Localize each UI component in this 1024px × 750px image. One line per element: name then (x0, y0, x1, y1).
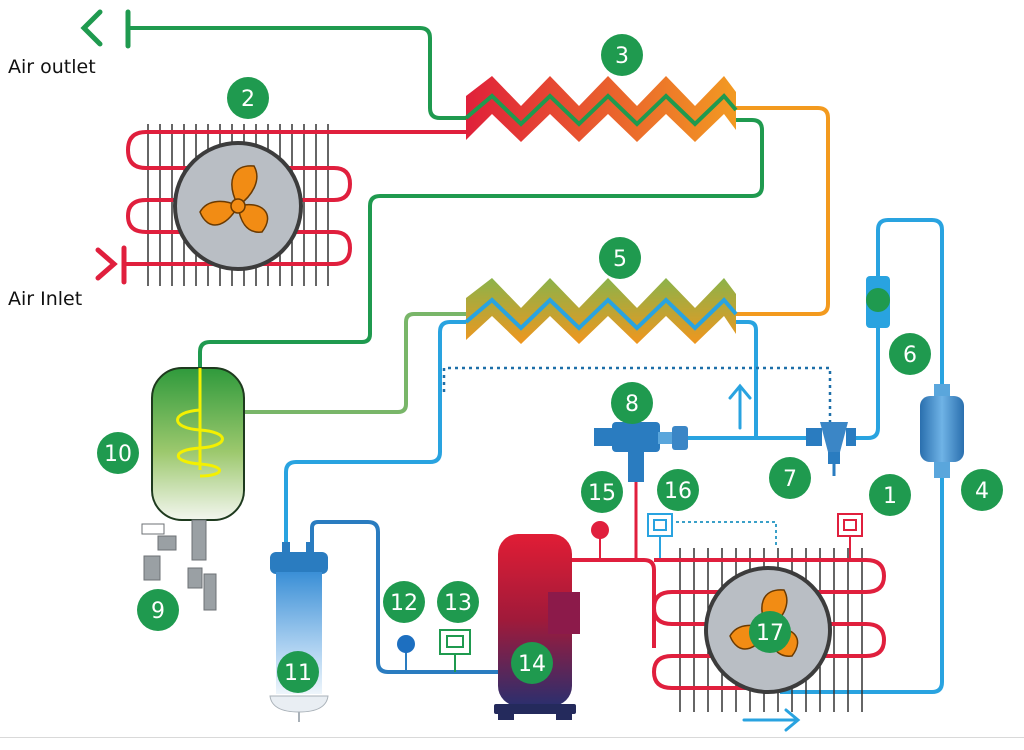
svg-text:12: 12 (390, 591, 418, 616)
air-to-air-heat-exchanger (464, 76, 738, 142)
condensate-drain (141, 519, 217, 611)
high-pressure-gauge (591, 521, 609, 539)
callout-5: 5 (599, 237, 641, 279)
air-inlet-arrow-icon (95, 245, 127, 285)
svg-text:10: 10 (104, 442, 132, 467)
filter-to-condenser-line (780, 476, 944, 694)
callout-12: 12 (383, 581, 425, 623)
hx5-outlet-line (736, 320, 758, 438)
fan-pressure-switch (647, 513, 673, 560)
svg-text:7: 7 (783, 467, 797, 492)
air-inlet-label: Air Inlet (8, 288, 83, 310)
bottom-divider (0, 737, 1024, 738)
callout-9: 9 (137, 589, 179, 631)
sight-glass (866, 276, 890, 328)
air-outlet-pipe (128, 26, 466, 120)
callout-1: 1 (869, 474, 911, 516)
svg-text:14: 14 (518, 652, 546, 677)
high-pressure-switch (837, 513, 863, 560)
filter-drier (920, 384, 964, 478)
callout-17: 17 (749, 611, 791, 653)
sensing-line (442, 366, 832, 422)
hot-gas-bypass-valve (594, 422, 688, 482)
fan-blades-icon (199, 165, 269, 233)
callout-11: 11 (277, 651, 319, 693)
svg-text:1: 1 (883, 484, 897, 509)
svg-text:6: 6 (903, 343, 917, 368)
svg-text:2: 2 (241, 87, 255, 112)
low-pressure-switch (439, 629, 471, 672)
accumulator-to-compressor-line (310, 520, 498, 674)
flow-right-arrow-icon (742, 708, 801, 732)
expansion-valve (806, 422, 856, 476)
svg-text:11: 11 (284, 661, 312, 686)
hx5-to-accumulator-line (284, 320, 466, 548)
suction-accumulator (269, 542, 329, 722)
fan-control-line (670, 521, 777, 548)
low-pressure-gauge (397, 635, 415, 653)
air-circuit (128, 26, 764, 368)
callout-16: 16 (657, 469, 699, 511)
moisture-separator (151, 367, 245, 521)
svg-text:16: 16 (664, 479, 692, 504)
flow-up-arrow-icon (728, 383, 752, 430)
refrigerant-to-air-evaporator (464, 278, 738, 344)
callout-badges: 1 2 3 4 5 6 7 8 9 10 11 12 13 14 15 16 1… (97, 34, 1003, 693)
svg-text:8: 8 (625, 392, 639, 417)
svg-text:3: 3 (615, 44, 629, 69)
callout-6: 6 (889, 333, 931, 375)
callout-3: 3 (601, 34, 643, 76)
air-return-pipe (198, 118, 764, 368)
svg-text:9: 9 (151, 599, 165, 624)
separator-to-hx5-pipe (244, 312, 466, 414)
svg-text:15: 15 (588, 481, 616, 506)
callout-4: 4 (961, 469, 1003, 511)
svg-text:5: 5 (613, 247, 627, 272)
svg-text:13: 13 (444, 591, 472, 616)
svg-text:17: 17 (756, 621, 784, 646)
air-outlet-arrow-icon (80, 9, 131, 49)
callout-7: 7 (769, 457, 811, 499)
valve7-to-filter-line (852, 218, 944, 440)
callout-10: 10 (97, 432, 139, 474)
condenser-coil-top (124, 124, 353, 286)
callout-15: 15 (581, 471, 623, 513)
callout-14: 14 (511, 642, 553, 684)
compressor (494, 534, 580, 720)
warm-refrigerant-line (736, 106, 830, 316)
callout-8: 8 (611, 382, 653, 424)
air-outlet-label: Air outlet (8, 56, 96, 78)
svg-text:4: 4 (975, 479, 989, 504)
callout-13: 13 (437, 581, 479, 623)
cold-refrigerant-lines (284, 218, 944, 694)
callout-2: 2 (227, 77, 269, 119)
discharge-line (572, 558, 656, 648)
